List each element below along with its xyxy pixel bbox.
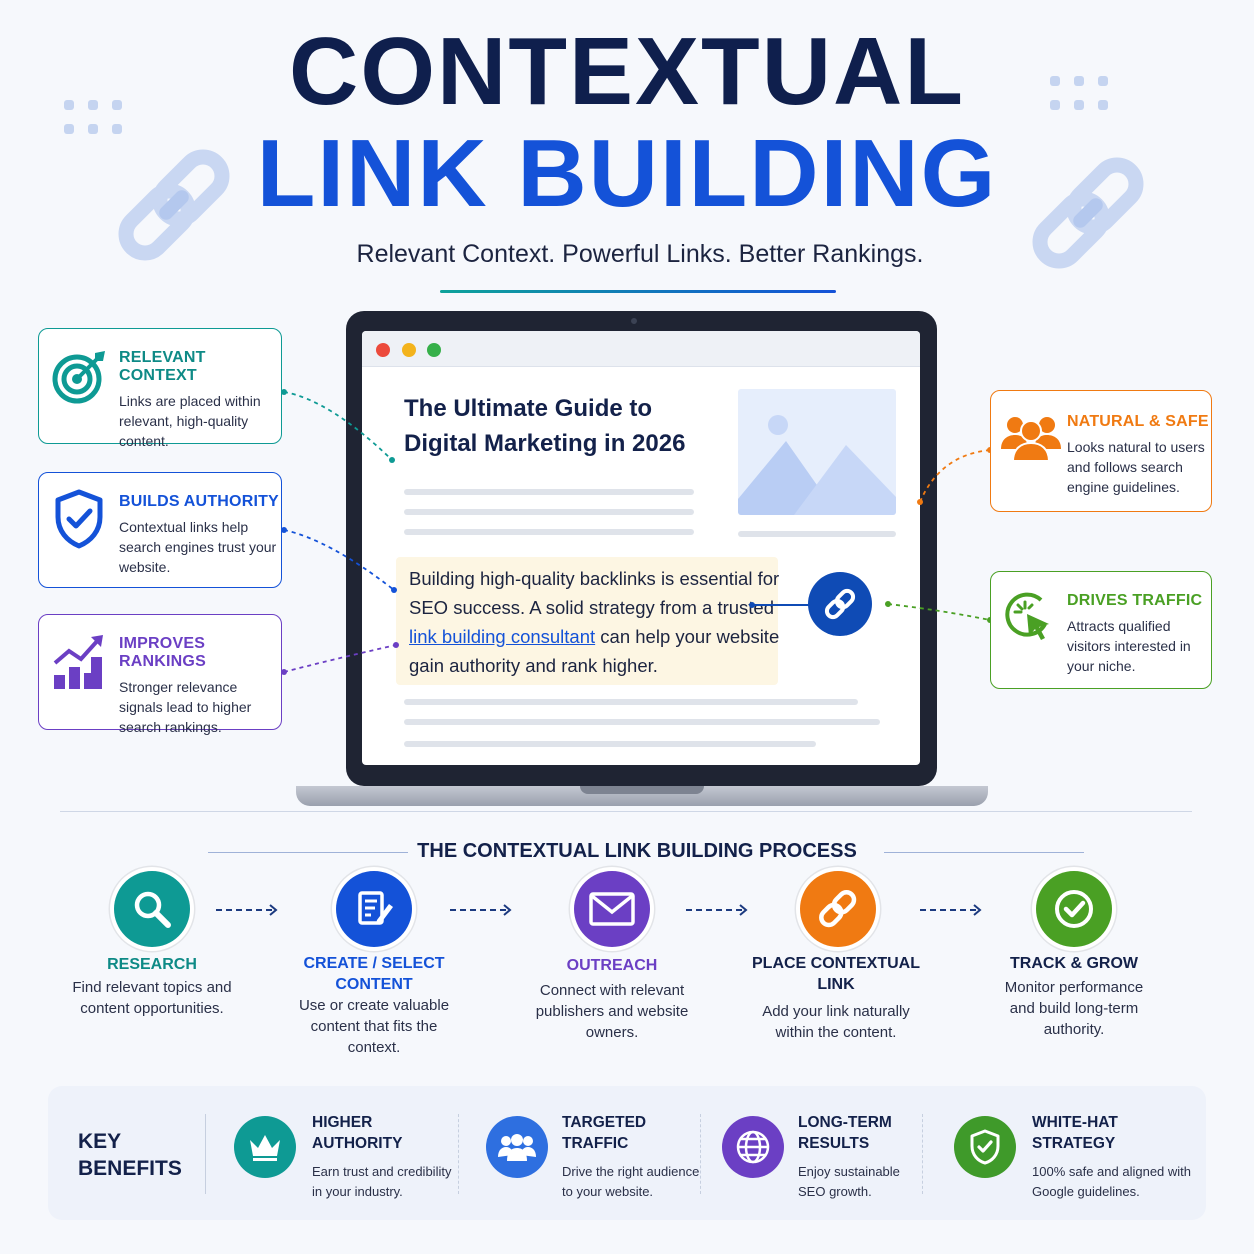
benefit-long-term-results: LONG-TERM RESULTS Enjoy sustainable SEO … (798, 1112, 918, 1202)
minimize-dot[interactable] (402, 343, 416, 357)
title-line-1: CONTEXTUAL (289, 18, 965, 125)
step-desc: Use or create valuable content that fits… (298, 997, 450, 1056)
card-desc: Contextual links help search engines tru… (119, 519, 277, 575)
step-title-research: RESEARCH (107, 956, 197, 973)
decor-dots (64, 100, 122, 134)
divider (205, 1114, 206, 1194)
users-icon (486, 1116, 548, 1178)
title-rule-left (208, 852, 408, 853)
divider (700, 1114, 701, 1194)
magnifier-icon (114, 871, 190, 947)
title-line-2: LINK BUILDING (256, 120, 998, 227)
card-title: RELEVANT CONTEXT (119, 349, 206, 384)
paragraph-text: Building high-quality backlinks is essen… (409, 564, 789, 680)
decor-chain-icon (1032, 157, 1144, 269)
benefit-targeted-traffic: TARGETED TRAFFIC Drive the right audienc… (562, 1112, 702, 1202)
envelope-icon (574, 871, 650, 947)
text-line (404, 719, 880, 725)
card-title: DRIVES TRAFFIC (1067, 592, 1203, 609)
section-divider (60, 811, 1192, 812)
text-line (404, 741, 816, 747)
maximize-dot[interactable] (427, 343, 441, 357)
arrow-right-icon (686, 904, 748, 916)
step-desc: Add your link naturally within the conte… (762, 1003, 910, 1041)
highlighted-paragraph (396, 557, 778, 685)
arrow-right-icon (450, 904, 512, 916)
benefit-desc: 100% safe and aligned with Google guidel… (1032, 1164, 1192, 1199)
step-desc: Connect with relevant publishers and web… (535, 982, 689, 1041)
arrow-right-icon (920, 904, 982, 916)
chain-link-icon (808, 572, 872, 636)
benefit-higher-authority: HIGHER AUTHORITY Earn trust and credibil… (312, 1112, 452, 1202)
card-desc: Looks natural to users and follows searc… (1067, 439, 1205, 495)
paragraph-after-link: can help your website gain authority and… (409, 626, 780, 676)
step-title-create-select: CREATE / SELECT CONTENT (303, 955, 445, 993)
shield-check-icon (55, 489, 103, 549)
decor-chain-icon (118, 149, 230, 261)
chain-link-icon (800, 871, 876, 947)
step-title-place-link: PLACE CONTEXTUAL LINK (752, 955, 920, 993)
text-line (404, 529, 694, 535)
card-title: IMPROVES RANKINGS (119, 635, 206, 670)
card-relevant-context: RELEVANT CONTEXT Links are placed within… (38, 328, 282, 449)
card-desc: Stronger relevance signals lead to highe… (119, 679, 252, 735)
close-dot[interactable] (376, 343, 390, 357)
arrow-right-icon (216, 904, 278, 916)
benefit-white-hat-strategy: WHITE-HAT STRATEGY 100% safe and aligned… (1032, 1112, 1192, 1202)
benefit-title: TARGETED TRAFFIC (562, 1114, 647, 1152)
benefit-desc: Drive the right audience to your website… (562, 1164, 700, 1199)
benefit-desc: Enjoy sustainable SEO growth. (798, 1164, 900, 1199)
link-connector (749, 602, 810, 608)
laptop-screen: The Ultimate Guide to Digital Marketing … (362, 331, 920, 765)
users-icon (1001, 417, 1061, 462)
card-improves-rankings: IMPROVES RANKINGS Stronger relevance sig… (38, 614, 282, 735)
browser-bar (362, 331, 920, 367)
benefit-title: WHITE-HAT STRATEGY (1032, 1114, 1118, 1152)
shield-check-icon (954, 1116, 1016, 1178)
card-desc: Attracts qualified visitors interested i… (1067, 618, 1191, 674)
benefit-title: HIGHER AUTHORITY (312, 1114, 403, 1152)
card-title: NATURAL & SAFE (1067, 413, 1209, 430)
step-title-track-grow: TRACK & GROW (1010, 955, 1138, 972)
crown-icon (234, 1116, 296, 1178)
benefit-desc: Earn trust and credibility in your indus… (312, 1164, 452, 1199)
document-pen-icon (336, 871, 412, 947)
card-natural-safe: NATURAL & SAFE Looks natural to users an… (990, 390, 1212, 512)
card-title: BUILDS AUTHORITY (119, 493, 279, 510)
cursor-click-icon (1005, 592, 1049, 640)
card-desc: Links are placed within relevant, high-q… (119, 393, 261, 449)
subtitle: Relevant Context. Powerful Links. Better… (356, 240, 924, 268)
image-placeholder-icon (738, 389, 896, 515)
text-line (404, 699, 858, 705)
paragraph-before-link: Building high-quality backlinks is essen… (409, 568, 780, 618)
text-line (404, 489, 694, 495)
process-title: THE CONTEXTUAL LINK BUILDING PROCESS (417, 840, 857, 862)
article-title: The Ultimate Guide to Digital Marketing … (404, 395, 686, 457)
key-benefits-label: KEY BENEFITS (78, 1130, 182, 1180)
benefit-title: LONG-TERM RESULTS (798, 1114, 892, 1152)
link-building-consultant-link[interactable]: link building consultant (409, 626, 596, 647)
divider (922, 1114, 923, 1194)
step-desc: Find relevant topics and content opportu… (72, 979, 232, 1017)
divider (458, 1114, 459, 1194)
globe-icon (722, 1116, 784, 1178)
text-line (738, 531, 896, 537)
text-line (404, 509, 694, 515)
growth-chart-icon (53, 635, 103, 689)
title-rule-right (884, 852, 1084, 853)
laptop-camera (631, 318, 637, 324)
card-drives-traffic: DRIVES TRAFFIC Attracts qualified visito… (990, 571, 1212, 689)
step-title-outreach: OUTREACH (566, 957, 658, 974)
step-desc: Monitor performance and build long-term … (1004, 979, 1144, 1038)
laptop-base (296, 786, 988, 806)
subtitle-underline (440, 290, 836, 293)
target-icon (52, 351, 105, 404)
card-builds-authority: BUILDS AUTHORITY Contextual links help s… (38, 472, 282, 588)
check-circle-icon (1036, 871, 1112, 947)
decor-dots (1050, 76, 1108, 110)
laptop-notch (580, 786, 704, 794)
